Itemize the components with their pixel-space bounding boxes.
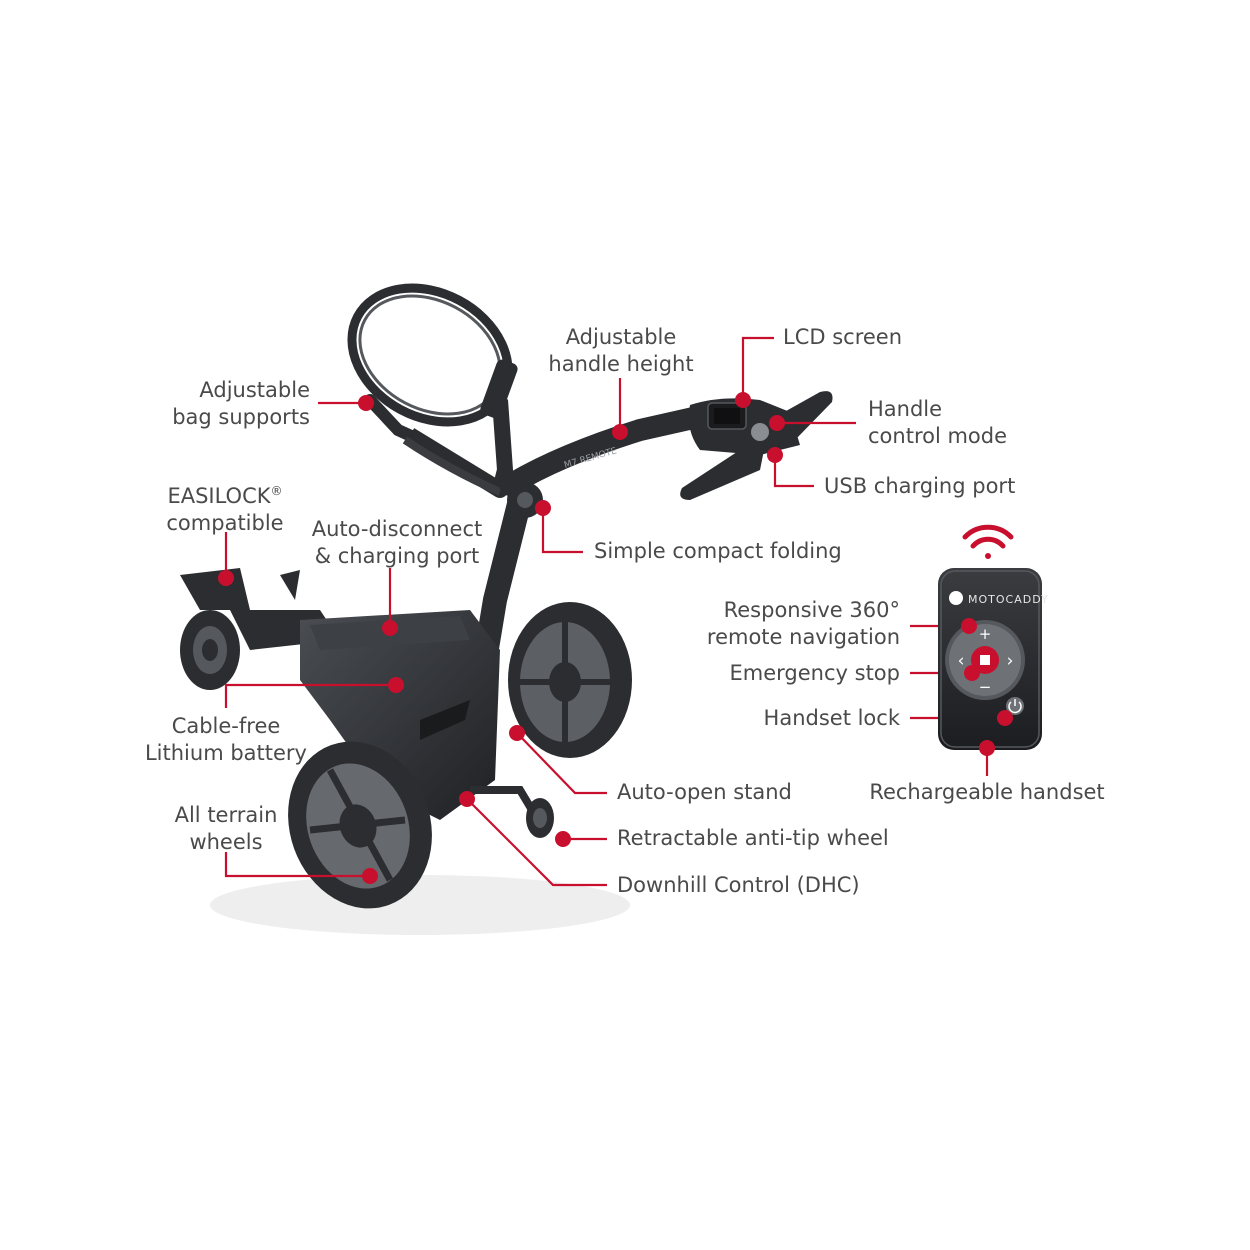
callout-dots: [218, 392, 785, 884]
dot-folding: [535, 500, 551, 516]
dot-terrain: [362, 868, 378, 884]
handle-head: [680, 391, 833, 500]
dot-anti-tip: [555, 831, 571, 847]
remote-minus-button[interactable]: −: [979, 678, 992, 696]
label-handset-lock: Handset lock: [763, 706, 900, 730]
label-auto-open-stand: Auto-open stand: [617, 780, 792, 804]
dot-remote-nav: [961, 618, 977, 634]
dot-dhc: [459, 791, 475, 807]
remote-right-button[interactable]: ›: [1007, 651, 1014, 671]
motocaddy-logo-icon: [949, 591, 963, 605]
label-usb-port: USB charging port: [824, 474, 1016, 498]
dot-easilock: [218, 570, 234, 586]
front-wheel: [180, 610, 240, 690]
label-battery: Cable-free Lithium battery: [144, 714, 307, 765]
rear-right-wheel: [508, 602, 632, 758]
dot-handle-height: [612, 424, 628, 440]
remote-brand: MOTOCADDY: [968, 593, 1049, 606]
rear-left-wheel: [288, 741, 432, 909]
label-handle-height: Adjustable handle height: [548, 325, 694, 376]
label-anti-tip-wheel: Retractable anti-tip wheel: [617, 826, 889, 850]
label-dhc: Downhill Control (DHC): [617, 873, 860, 897]
dot-rechargeable: [979, 740, 995, 756]
dot-usb: [767, 447, 783, 463]
dot-bag-supports: [358, 395, 374, 411]
remote-plus-button[interactable]: +: [979, 625, 992, 643]
dot-lcd: [735, 392, 751, 408]
remote-left-button[interactable]: ‹: [958, 651, 965, 671]
label-rechargeable-handset: Rechargeable handset: [869, 780, 1105, 804]
label-all-terrain: All terrain wheels: [174, 803, 278, 854]
dot-stand: [509, 725, 525, 741]
dot-handset-lock: [997, 710, 1013, 726]
dot-handle-control: [769, 415, 785, 431]
label-auto-disconnect: Auto-disconnect & charging port: [311, 517, 483, 568]
remote-handset: MOTOCADDY + − ‹ ›: [938, 524, 1049, 750]
label-lcd-screen: LCD screen: [783, 325, 903, 349]
dot-auto-disconnect: [382, 620, 398, 636]
label-remote-nav: Responsive 360° remote navigation: [706, 598, 900, 649]
label-folding: Simple compact folding: [594, 539, 842, 563]
label-easilock: EASILOCK® compatible: [166, 484, 284, 535]
dot-battery: [388, 677, 404, 693]
label-bag-supports: Adjustable bag supports: [172, 378, 310, 429]
dot-emergency: [964, 665, 980, 681]
label-handle-control: Handle control mode: [868, 397, 1008, 448]
label-emergency-stop: Emergency stop: [729, 661, 900, 685]
wireless-signal-icon: [962, 524, 1014, 559]
